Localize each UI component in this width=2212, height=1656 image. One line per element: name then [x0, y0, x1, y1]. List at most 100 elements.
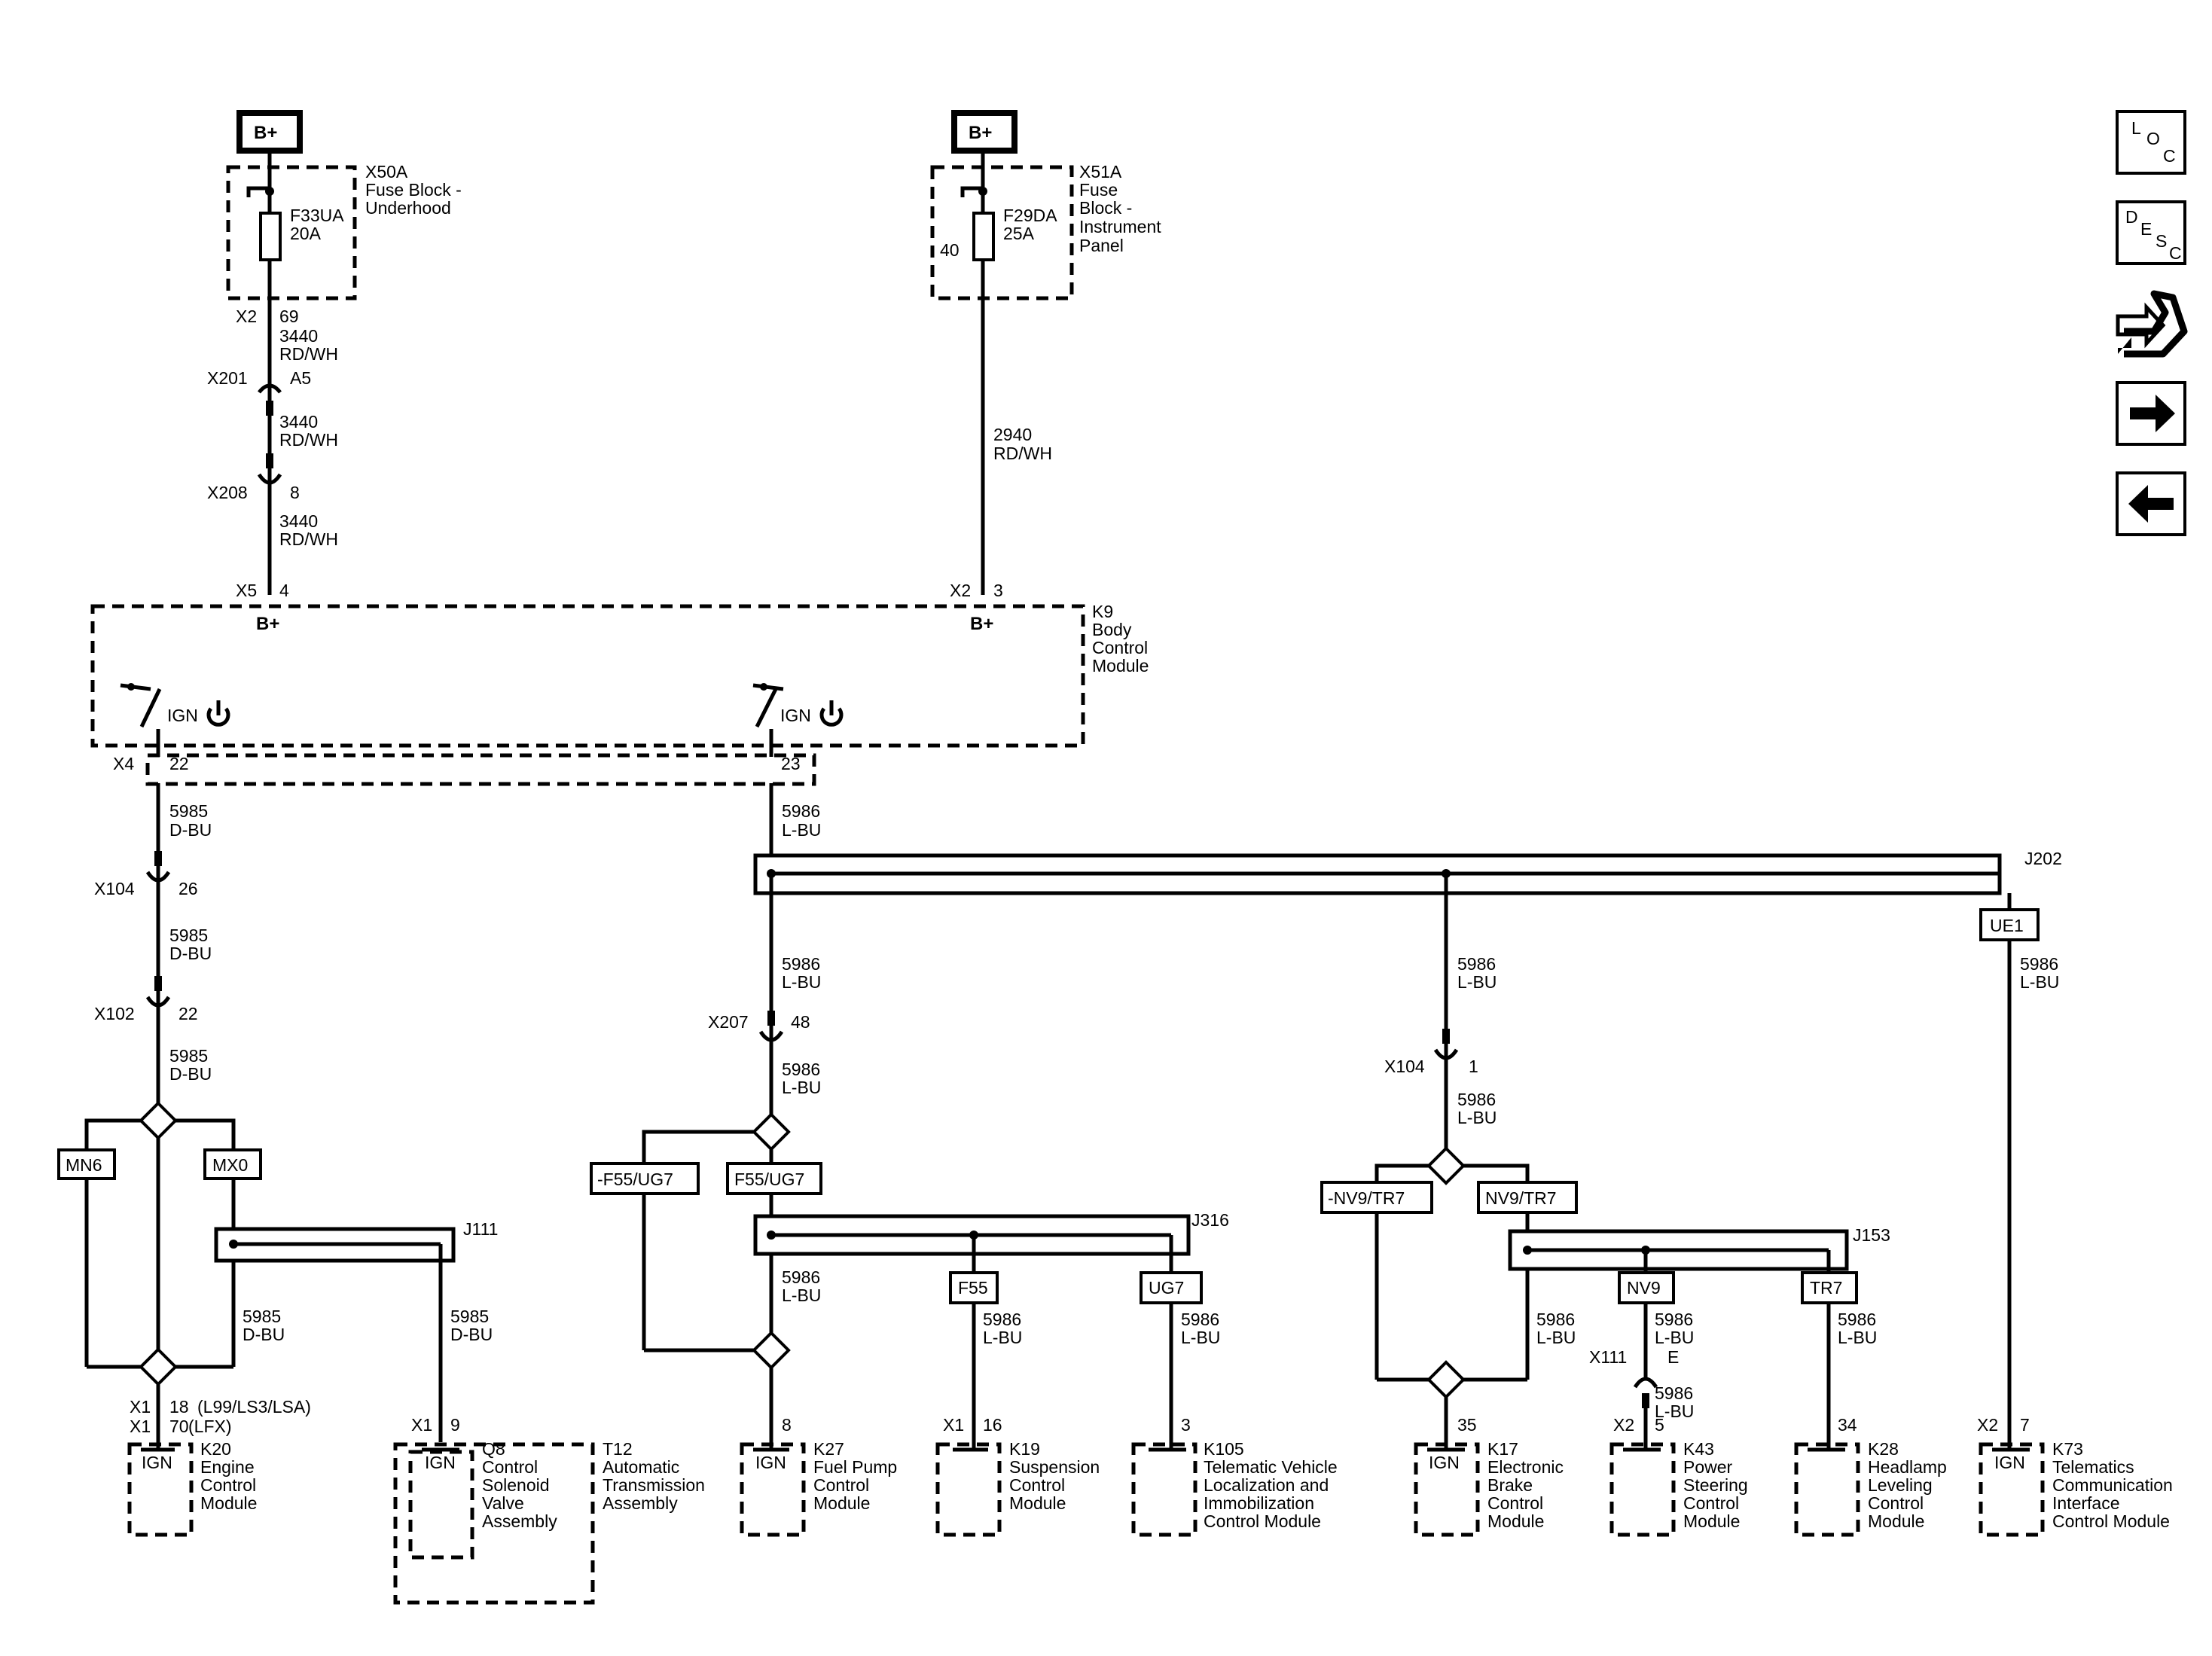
prev-button[interactable] — [2116, 471, 2186, 536]
arrow-left-icon — [2128, 485, 2174, 523]
ecm-pin-a: 18 — [169, 1397, 189, 1417]
k105-id: K105 — [1204, 1439, 1244, 1459]
bplus-source-right — [951, 110, 1018, 154]
module-t12 — [393, 1442, 595, 1605]
module-k19 — [935, 1442, 1002, 1537]
body-control-module: K9 Body Control Module IGN IGN — [90, 602, 1149, 786]
module-k105 — [1131, 1442, 1198, 1537]
wire-3440-a-circuit: 3440 — [279, 326, 318, 346]
option-f55-label: F55 — [958, 1278, 988, 1298]
bcm-name-2: Control — [1092, 638, 1148, 657]
wire-5985-b-color: D-BU — [169, 944, 212, 963]
k43-name-4: Module — [1683, 1511, 1740, 1531]
wire-k27-feed-circuit: 5986 — [782, 954, 820, 974]
x2-connector-label: X2 — [236, 306, 257, 326]
splice-j202-label: J202 — [2024, 849, 2062, 868]
fuse-f33ua — [259, 212, 282, 261]
next-button[interactable] — [2116, 381, 2186, 446]
bcm-x5-pin: 4 — [279, 581, 289, 600]
wire-3440-b-circuit: 3440 — [279, 412, 318, 432]
k28-id: K28 — [1868, 1439, 1899, 1459]
wire-k19-circuit: 5986 — [983, 1310, 1021, 1329]
option-mn6-label: MN6 — [66, 1155, 102, 1175]
wire-5985-c-circuit: 5985 — [169, 1046, 208, 1066]
loc-letter-3: C — [2163, 146, 2176, 166]
ign-switch-left-label: IGN — [167, 706, 198, 725]
k105-name-4: Control Module — [1204, 1511, 1321, 1531]
fuse-f29da-rating: 25A — [1003, 224, 1035, 243]
k73-name-1: Telematics — [2052, 1457, 2134, 1477]
option-nv9-label: NV9 — [1627, 1278, 1661, 1298]
bcm-name-3: Module — [1092, 656, 1149, 676]
fuse-block-x50a-name-1: Fuse Block - — [365, 180, 462, 200]
option-f55 — [949, 1271, 999, 1304]
t12-name-3: Assembly — [603, 1493, 678, 1513]
k28-pin: 34 — [1838, 1415, 1857, 1435]
wire-k27-circuit: 5986 — [782, 1267, 820, 1287]
wire-k17-circuit: 5986 — [1536, 1310, 1575, 1329]
q8-name-3: Valve — [482, 1493, 524, 1513]
option-nv9-tr7-label: NV9/TR7 — [1485, 1188, 1557, 1208]
inline-x111-pin: E — [1667, 1347, 1679, 1367]
module-k28 — [1794, 1442, 1860, 1537]
ign-switch-left: IGN — [120, 683, 230, 757]
wire-k105-color: L-BU — [1181, 1328, 1220, 1347]
q8-name-1: Control — [482, 1457, 538, 1477]
wire-3440-c-circuit: 3440 — [279, 511, 318, 531]
k43-pin: 5 — [1655, 1415, 1664, 1435]
option-neg-f55-ug7 — [590, 1162, 700, 1195]
ecm-note-a: (L99/LS3/LSA) — [197, 1397, 311, 1417]
wire-k105-circuit: 5986 — [1181, 1310, 1219, 1329]
k43-id: K43 — [1683, 1439, 1714, 1459]
k19-name-1: Suspension — [1009, 1457, 1100, 1477]
k17-pin: 35 — [1457, 1415, 1477, 1435]
wire-mid-color: L-BU — [1457, 972, 1497, 992]
k28-name-1: Headlamp — [1868, 1457, 1947, 1477]
splice-j111-label: J111 — [463, 1219, 498, 1239]
k28-name-2: Leveling — [1868, 1475, 1933, 1495]
bcm-x2-pin: 3 — [993, 581, 1003, 600]
splice-j316-label: J316 — [1191, 1210, 1229, 1230]
q8-ign: IGN — [425, 1453, 456, 1472]
wire-5985-d-circuit: 5985 — [243, 1307, 281, 1326]
connector-tools-icon[interactable] — [2116, 290, 2188, 358]
x2-pin-label: 69 — [279, 306, 299, 326]
wire-k43-b-circuit: 5986 — [1655, 1383, 1693, 1403]
inline-x201-label: X201 — [207, 368, 248, 388]
fuse-block-x51a-name-4: Panel — [1079, 236, 1124, 255]
k17-name-3: Control — [1487, 1493, 1543, 1513]
tcm-connector: X1 — [411, 1415, 432, 1435]
k43-connector: X2 — [1613, 1415, 1634, 1435]
wire-k43-a-circuit: 5986 — [1655, 1310, 1693, 1329]
wire-5985-d-color: D-BU — [243, 1325, 285, 1344]
wire-k43-a-color: L-BU — [1655, 1328, 1694, 1347]
ecm-connector-a: X1 — [130, 1397, 151, 1417]
left-power-feed: B+ F33UA 20A X50A Fuse Block - Underhood… — [207, 110, 462, 634]
fuse-f33ua-id: F33UA — [290, 206, 344, 225]
wire-k19-color: L-BU — [983, 1328, 1022, 1347]
bcm-x4-pin-22: 22 — [169, 754, 189, 773]
ign-switch-right-label: IGN — [780, 706, 811, 725]
module-k43 — [1609, 1442, 1676, 1537]
fuse-f33ua-rating: 20A — [290, 224, 322, 243]
wire-mid2-color: L-BU — [1457, 1108, 1497, 1127]
wire-mid2-circuit: 5986 — [1457, 1090, 1496, 1109]
k27-ign: IGN — [755, 1453, 786, 1472]
inline-x111-label: X111 — [1589, 1347, 1627, 1367]
option-mx0-label: MX0 — [212, 1155, 248, 1175]
loc-letter-1: L — [2131, 118, 2141, 138]
arrow-right-icon — [2130, 395, 2175, 432]
loc-button[interactable]: L O C — [2116, 110, 2186, 175]
k28-name-4: Module — [1868, 1511, 1924, 1531]
fuse-block-x50a-name-2: Underhood — [365, 198, 451, 218]
right-power-feed: B+ F29DA 25A 40 X51A Fuse Block - Instru… — [930, 110, 1161, 634]
desc-button[interactable]: D E S C — [2116, 200, 2186, 265]
wire-5985-a-color: D-BU — [169, 820, 212, 840]
option-ug7-label: UG7 — [1149, 1278, 1184, 1298]
k105-pin: 3 — [1181, 1415, 1191, 1435]
fuse-block-x50a-id: X50A — [365, 162, 408, 181]
right-branch: 5986 L-BU J202 5986 L-BU X207 48 5986 L-… — [590, 783, 2173, 1537]
ign-switch-right: IGN — [752, 683, 844, 757]
wire-k27-feed2-color: L-BU — [782, 1078, 821, 1097]
